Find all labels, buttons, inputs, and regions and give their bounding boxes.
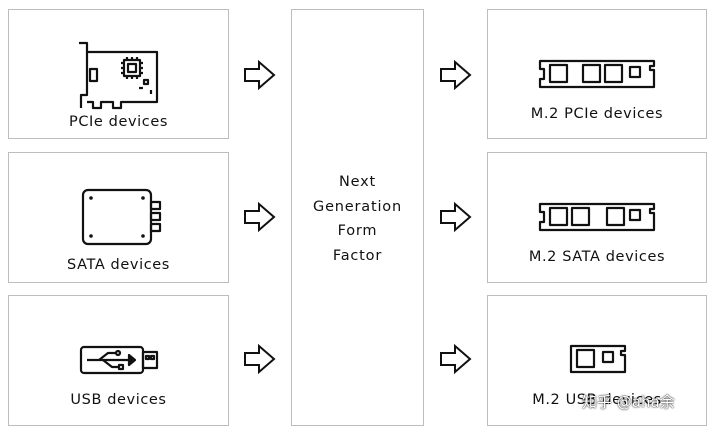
m2-card-icon [538, 59, 656, 89]
right-arrow-icon [440, 202, 472, 232]
pcie-devices-box: PCIe devices [8, 9, 229, 139]
right-arrow-icon [244, 60, 276, 90]
m2-usb-devices-box: M.2 USB devices [487, 295, 707, 426]
m2-small-card-icon [569, 344, 627, 374]
m2-pcie-devices-box: M.2 PCIe devices [487, 9, 707, 139]
pcie-card-icon [79, 41, 159, 110]
m2-usb-devices-label: M.2 USB devices [532, 392, 662, 408]
usb-stick-icon [79, 345, 159, 375]
m2-card-icon [538, 202, 656, 232]
ngff-line-4: Factor [332, 247, 383, 264]
ngff-line-2: Generation [313, 198, 402, 215]
m2-sata-devices-box: M.2 SATA devices [487, 152, 707, 283]
ngff-line-1: Next [339, 174, 376, 190]
watermark: 知乎 @aha余 [582, 393, 675, 411]
usb-devices-box: USB devices [8, 295, 229, 426]
pcie-devices-label: PCIe devices [68, 114, 169, 130]
right-arrow-icon [440, 60, 472, 90]
right-arrow-icon [244, 344, 276, 374]
usb-devices-label: USB devices [70, 392, 167, 408]
sata-devices-box: SATA devices [8, 152, 229, 283]
m2-sata-devices-label: M.2 SATA devices [528, 249, 666, 265]
ssd-drive-icon [81, 188, 162, 246]
sata-devices-label: SATA devices [67, 257, 170, 273]
right-arrow-icon [440, 344, 472, 374]
ngff-text: Next Generation Form Factor [292, 170, 423, 268]
ngff-box: Next Generation Form Factor [291, 9, 424, 426]
ngff-line-3: Form [337, 223, 378, 239]
m2-pcie-devices-label: M.2 PCIe devices [530, 106, 664, 122]
right-arrow-icon [244, 202, 276, 232]
